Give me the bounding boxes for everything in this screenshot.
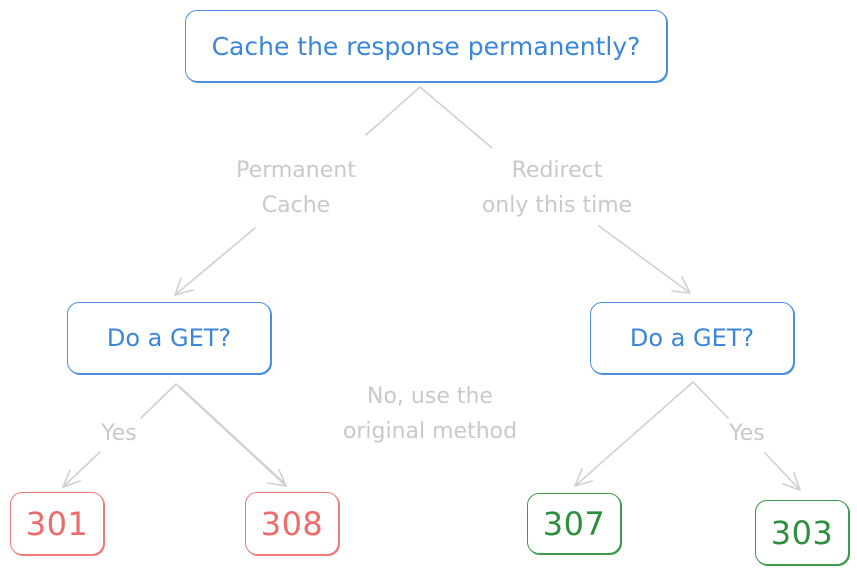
status-308-text: 308 bbox=[260, 504, 324, 543]
root-question-node: Cache the response permanently? bbox=[185, 10, 667, 82]
edge-root-to-right bbox=[419, 86, 691, 294]
edge-right-to-307 bbox=[574, 381, 694, 487]
edge-label-yes-right: Yes bbox=[729, 421, 765, 446]
status-307-text: 307 bbox=[542, 504, 606, 543]
root-question-text: Cache the response permanently? bbox=[211, 31, 641, 61]
edge-root-to-left bbox=[174, 86, 421, 296]
edge-label-yes-left: Yes bbox=[101, 421, 137, 446]
status-303-text: 303 bbox=[770, 513, 834, 552]
status-307-node: 307 bbox=[527, 493, 621, 554]
status-301-node: 301 bbox=[10, 492, 104, 555]
edge-label-permanent-cache: Permanent Cache bbox=[236, 158, 356, 218]
status-301-text: 301 bbox=[25, 504, 89, 543]
edge-left-to-308 bbox=[175, 383, 287, 487]
edge-label-redirect-only-this-time: Redirect only this time bbox=[481, 158, 633, 218]
edge-label-no-original-method: No, use the original method bbox=[342, 384, 518, 444]
right-get-question-node: Do a GET? bbox=[590, 302, 794, 374]
left-get-question-text: Do a GET? bbox=[106, 324, 232, 352]
edge-left-to-301 bbox=[62, 383, 177, 488]
status-308-node: 308 bbox=[245, 492, 339, 555]
edge-right-to-303 bbox=[692, 381, 801, 491]
right-get-question-text: Do a GET? bbox=[629, 324, 755, 352]
left-get-question-node: Do a GET? bbox=[67, 302, 271, 374]
status-303-node: 303 bbox=[755, 500, 849, 565]
